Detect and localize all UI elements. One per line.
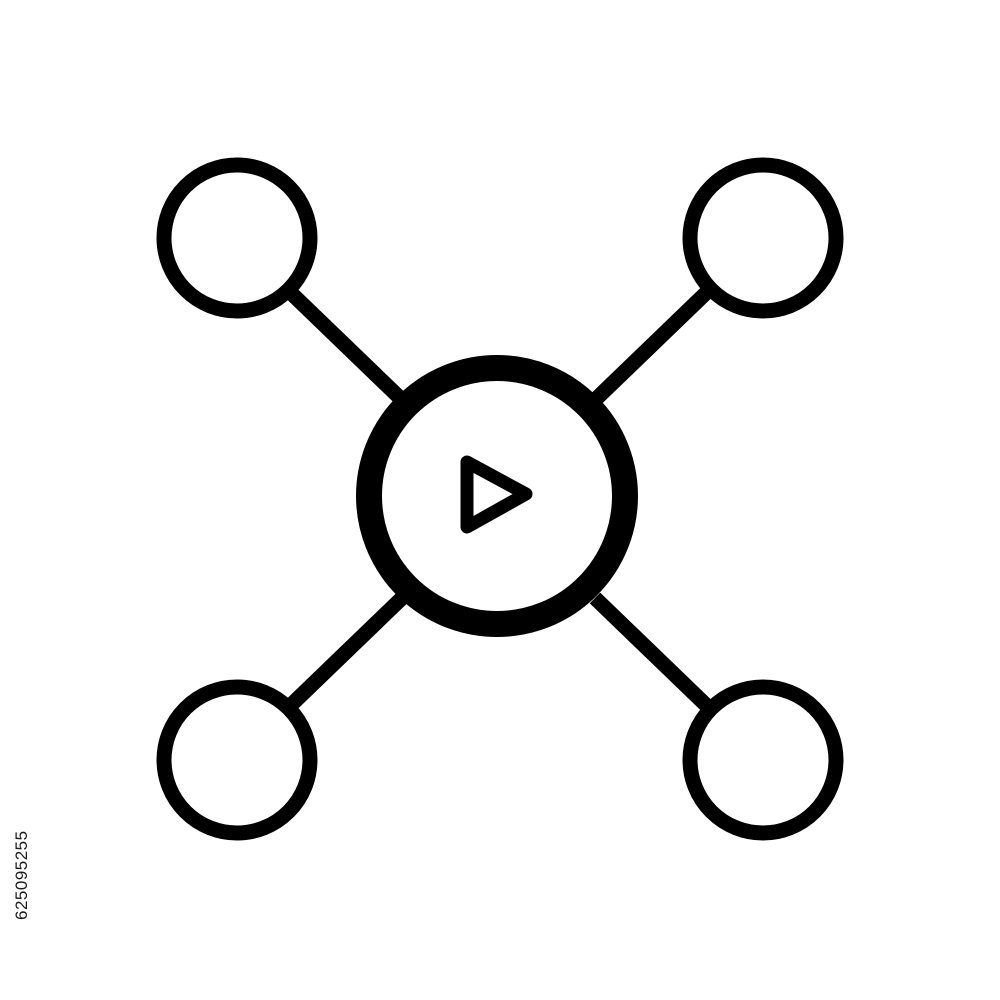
play-icon <box>460 455 533 534</box>
node-circle-top-left <box>156 157 318 319</box>
satellite-nodes <box>156 157 844 841</box>
connector-line-bottom-right <box>589 592 713 712</box>
connector-lines <box>284 286 713 712</box>
node-circle-bottom-right <box>682 679 844 841</box>
connector-line-top-right <box>589 286 713 406</box>
connector-line-bottom-left <box>284 592 408 712</box>
stock-image-id: 625095255 <box>12 830 31 920</box>
hub-circle <box>356 355 638 637</box>
node-circle-bottom-left <box>156 679 318 841</box>
node-circle-top-right <box>682 157 844 319</box>
connector-line-top-left <box>284 286 408 406</box>
